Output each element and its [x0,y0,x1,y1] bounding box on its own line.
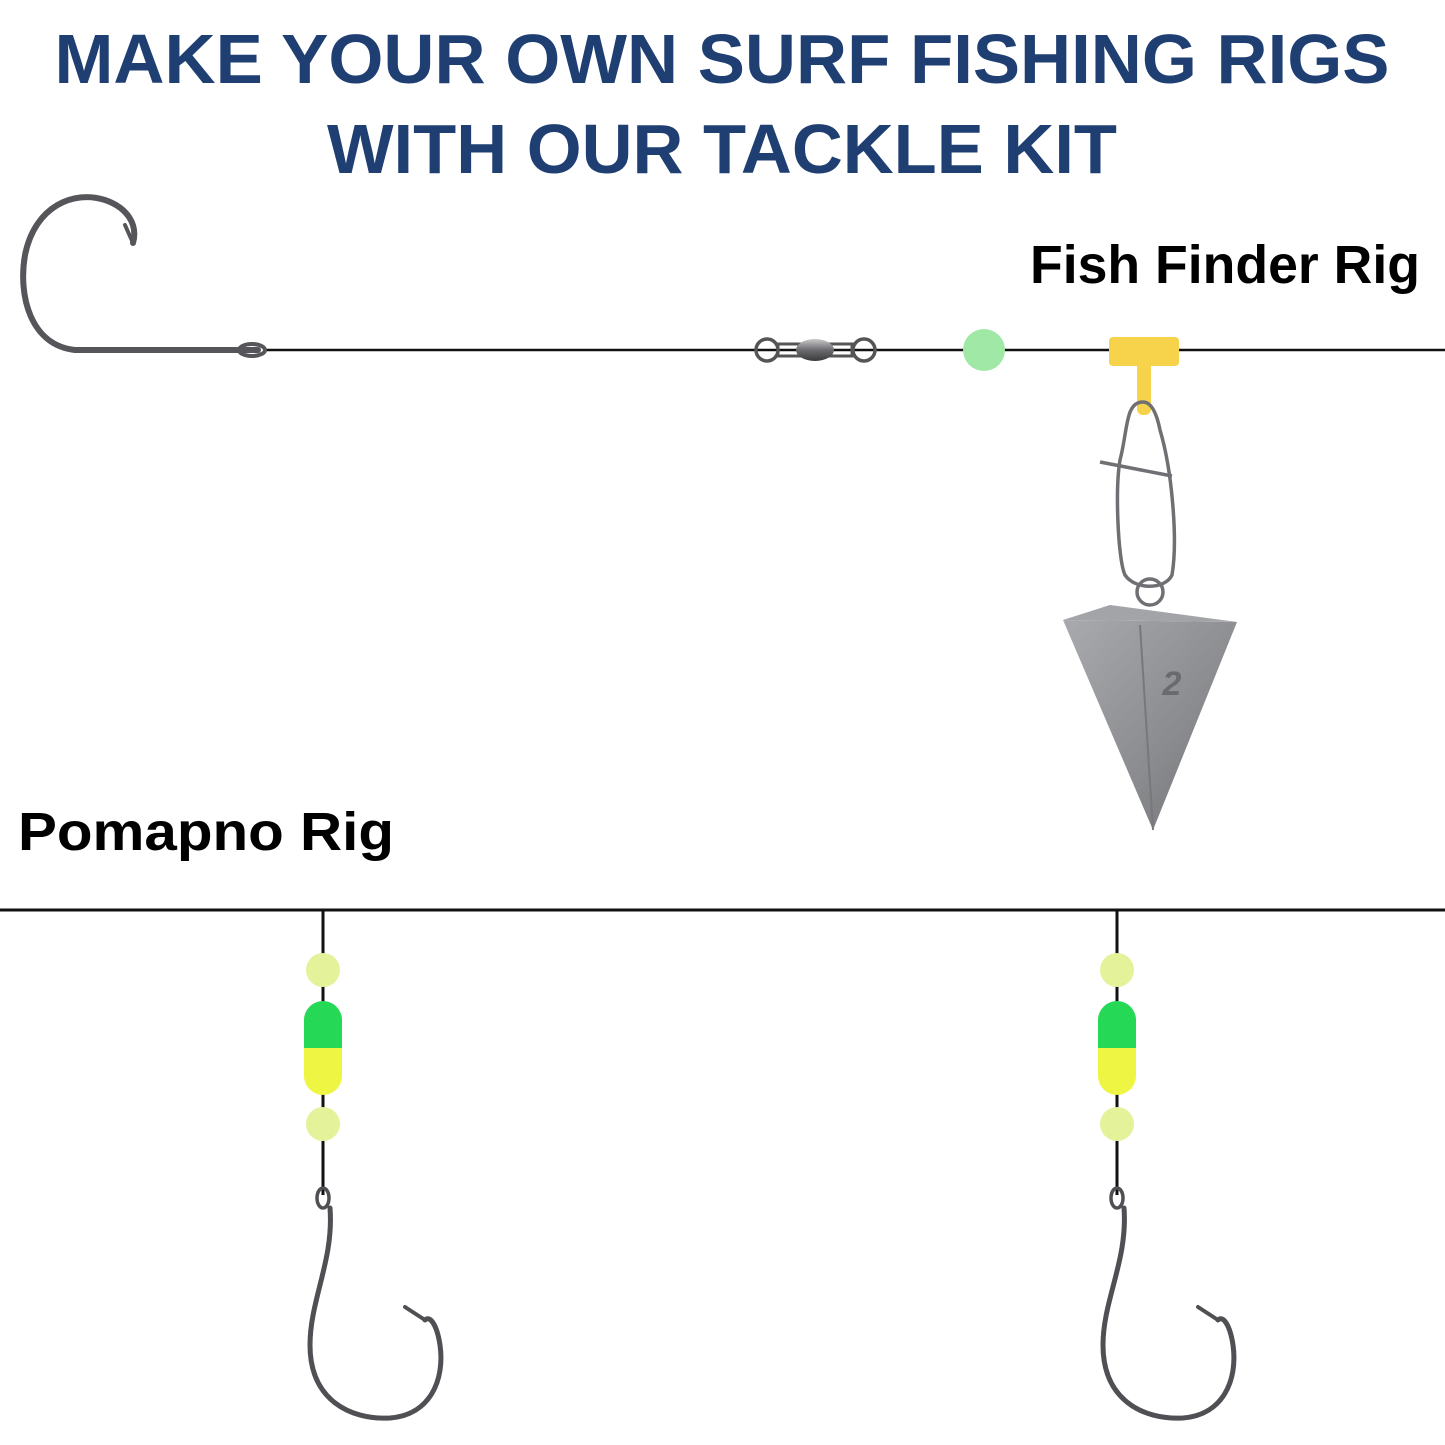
dropper-1 [304,910,444,1421]
title-line-2: WITH OUR TACKLE KIT [327,110,1117,188]
bead-icon [306,1107,340,1141]
sinker-marking: 2 [1162,665,1182,703]
pompano-rig-label: Pomapno Rig [18,802,394,862]
float-icon [1098,1001,1136,1095]
pyramid-sinker-icon: 2 [1063,605,1237,831]
dropper-2 [1098,910,1237,1421]
swivel-icon [754,337,877,363]
snap-icon [1099,400,1177,607]
fish-finder-rig-label: Fish Finder Rig [1030,235,1420,295]
title-line-1: MAKE YOUR OWN SURF FISHING RIGS [55,20,1390,98]
float-icon [304,1001,342,1095]
fish-finder-rig: Fish Finder Rig 2 [20,194,1445,831]
bead-icon [1100,953,1134,987]
hook-icon [20,194,267,358]
bead-icon [306,953,340,987]
hook-icon [307,1186,444,1421]
bead-icon [1100,1107,1134,1141]
hook-icon [1100,1186,1237,1421]
pompano-rig: Pomapno Rig [0,802,1445,1421]
glow-bead-icon [963,329,1005,371]
